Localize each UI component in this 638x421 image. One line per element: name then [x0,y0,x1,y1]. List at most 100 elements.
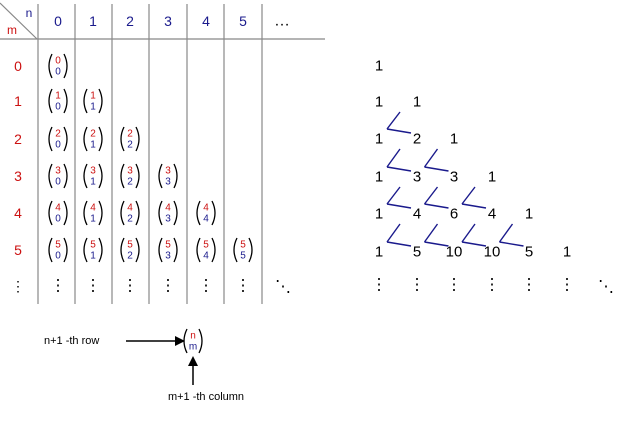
left-paren [158,237,163,263]
binomial-bottom: 1 [90,177,96,188]
triangle-connector [461,241,487,247]
binomial-cell: 44 [196,200,216,226]
binomial-bottom: 1 [90,251,96,262]
row-arrow-head [175,336,185,346]
binomial-top: 2 [55,129,61,140]
left-paren [120,126,125,152]
right-paren [98,200,103,226]
binomial-cell: 10 [48,88,68,114]
table-ddots: ⋱ [275,279,291,296]
triangle-number: 1 [375,244,383,261]
column-header: … [274,13,290,30]
binomial-bottom: 0 [55,214,61,225]
binomial-top: n [190,331,196,342]
binomial-top: 3 [90,166,96,177]
triangle-connector [461,223,476,243]
column-arrow-head [188,356,198,366]
row-header: ⋮ [11,278,25,294]
right-paren [173,163,178,189]
right-paren [135,237,140,263]
triangle-number: 1 [375,131,383,148]
triangle-connector [498,223,514,243]
column-vdots: ⋮ [122,278,138,295]
column-header: 1 [89,13,97,29]
triangle-connector [424,166,449,172]
row-header: 1 [14,93,22,109]
left-paren [183,328,188,354]
triangle-number: 1 [413,94,421,111]
binomial-cell: 50 [48,237,68,263]
right-paren [173,237,178,263]
binomial-bottom: 0 [55,251,61,262]
binomial-top: 1 [90,91,96,102]
left-paren [48,163,53,189]
right-paren [248,237,253,263]
triangle-connector [424,241,449,247]
column-vdots: ⋮ [198,278,214,295]
triangle-connector [386,223,401,243]
binomial-top: 4 [90,203,96,214]
binomial-top: 2 [127,129,133,140]
binomial-top: 0 [55,56,61,67]
triangle-number: 1 [488,169,496,186]
right-paren [98,88,103,114]
column-vdots: ⋮ [50,278,66,295]
binomial-cell: 40 [48,200,68,226]
triangle-number: 4 [488,206,496,223]
table-grid [0,2,325,304]
left-paren [196,200,201,226]
triangle-number: 4 [413,206,421,223]
binomial-bottom: 0 [55,140,61,151]
binomial-top: 5 [127,240,133,251]
binomial-cell: 54 [196,237,216,263]
binomial-bottom: 0 [55,177,61,188]
column-header: 2 [126,13,134,29]
triangle-vdots: ⋮ [409,277,425,294]
triangle-number: 10 [484,244,501,261]
binomial-bottom: 2 [127,251,133,262]
triangle-number: 1 [375,206,383,223]
binomial-bottom: 0 [55,67,61,78]
binomial-cell: 22 [120,126,140,152]
binomial-cell: 43 [158,200,178,226]
left-paren [83,200,88,226]
binomial-cell: 32 [120,163,140,189]
binomial-cell: 41 [83,200,103,226]
corner-n-label: n [26,6,33,20]
left-paren [48,237,53,263]
left-paren [83,88,88,114]
right-paren [63,126,68,152]
column-header: 0 [54,13,62,29]
triangle-vdots: ⋮ [484,277,500,294]
binomial-top: 4 [203,203,209,214]
binomial-bottom: 5 [240,251,246,262]
triangle-connector [499,241,524,247]
binomial-cell: 33 [158,163,178,189]
right-paren [211,200,216,226]
triangle-number: 10 [446,244,463,261]
right-paren [198,328,203,354]
triangle-number: 1 [525,206,533,223]
triangle-connector [461,186,476,205]
binomial-top: 4 [127,203,133,214]
left-paren [48,200,53,226]
right-paren [98,237,103,263]
binomial-cell: 30 [48,163,68,189]
binomial-top: 3 [55,166,61,177]
right-paren [135,163,140,189]
row-header: 5 [14,242,22,258]
triangle-number: 3 [413,169,421,186]
table-cells: 0010112021223031323340414243445051525354… [48,53,291,296]
binomial-bottom: 1 [90,214,96,225]
triangle-number: 2 [413,131,421,148]
triangle-connector [423,148,439,168]
triangle-connector [386,166,412,172]
binomial-cell: 21 [83,126,103,152]
binomial-bottom: 2 [127,177,133,188]
binomial-top: 5 [203,240,209,251]
binomial-bottom: m [189,342,197,353]
right-paren [63,237,68,263]
